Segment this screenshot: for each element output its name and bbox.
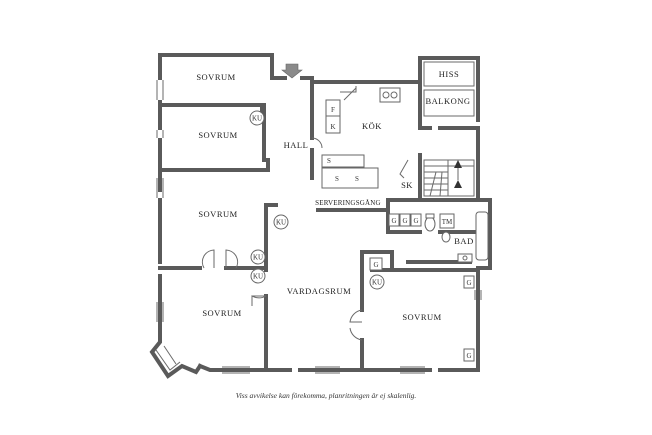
cabinet-label-3: S: [355, 175, 359, 183]
disclaimer-text: Viss avvikelse kan förekomma, planritnin…: [236, 391, 417, 400]
room-label-sk: SK: [401, 180, 413, 190]
walls: [149, 53, 492, 379]
cabinet-label-2: S: [335, 175, 339, 183]
closet-label-4: KU: [253, 273, 263, 281]
room-label-bad: BAD: [454, 236, 473, 246]
closet-label-1: KU: [252, 115, 262, 123]
room-label-sovrum-4: SOVRUM: [202, 308, 241, 318]
closets: [249, 110, 385, 290]
g-label-4: G: [373, 261, 378, 269]
g-label-5: G: [466, 279, 471, 287]
room-label-hiss: HISS: [439, 69, 459, 79]
g-label-2: G: [402, 217, 407, 225]
cabinet-label-1: S: [327, 157, 331, 165]
staircase: [399, 159, 475, 197]
doors: [201, 137, 363, 341]
room-label-sovrum-2: SOVRUM: [198, 130, 237, 140]
room-label-sovrum-3: SOVRUM: [198, 209, 237, 219]
entrance-arrow-icon: [281, 63, 303, 79]
fridge-label: F: [331, 106, 335, 114]
room-label-sovrum-5: SOVRUM: [402, 312, 441, 322]
room-label-hall: HALL: [284, 140, 309, 150]
room-label-balkong: BALKONG: [425, 96, 470, 106]
closet-label-3: KU: [253, 254, 263, 262]
room-label-serveringsgang: SERVERINGSGÅNG: [315, 199, 381, 207]
room-label-sovrum-1: SOVRUM: [196, 72, 235, 82]
closet-label-5: KU: [372, 279, 382, 287]
bathroom-fixtures: [424, 211, 489, 263]
closet-label-2: KU: [276, 219, 286, 227]
room-label-vardagsrum: VARDAGSRUM: [287, 286, 351, 296]
washer-label: TM: [442, 218, 453, 226]
g-label-1: G: [391, 217, 396, 225]
g-label-3: G: [413, 217, 418, 225]
room-label-kok: KÖK: [362, 121, 382, 131]
g-label-6: G: [466, 352, 471, 360]
g-units: [369, 213, 475, 362]
windows: [156, 80, 482, 374]
freezer-label: K: [330, 123, 335, 131]
kitchen-counter: [321, 86, 401, 189]
